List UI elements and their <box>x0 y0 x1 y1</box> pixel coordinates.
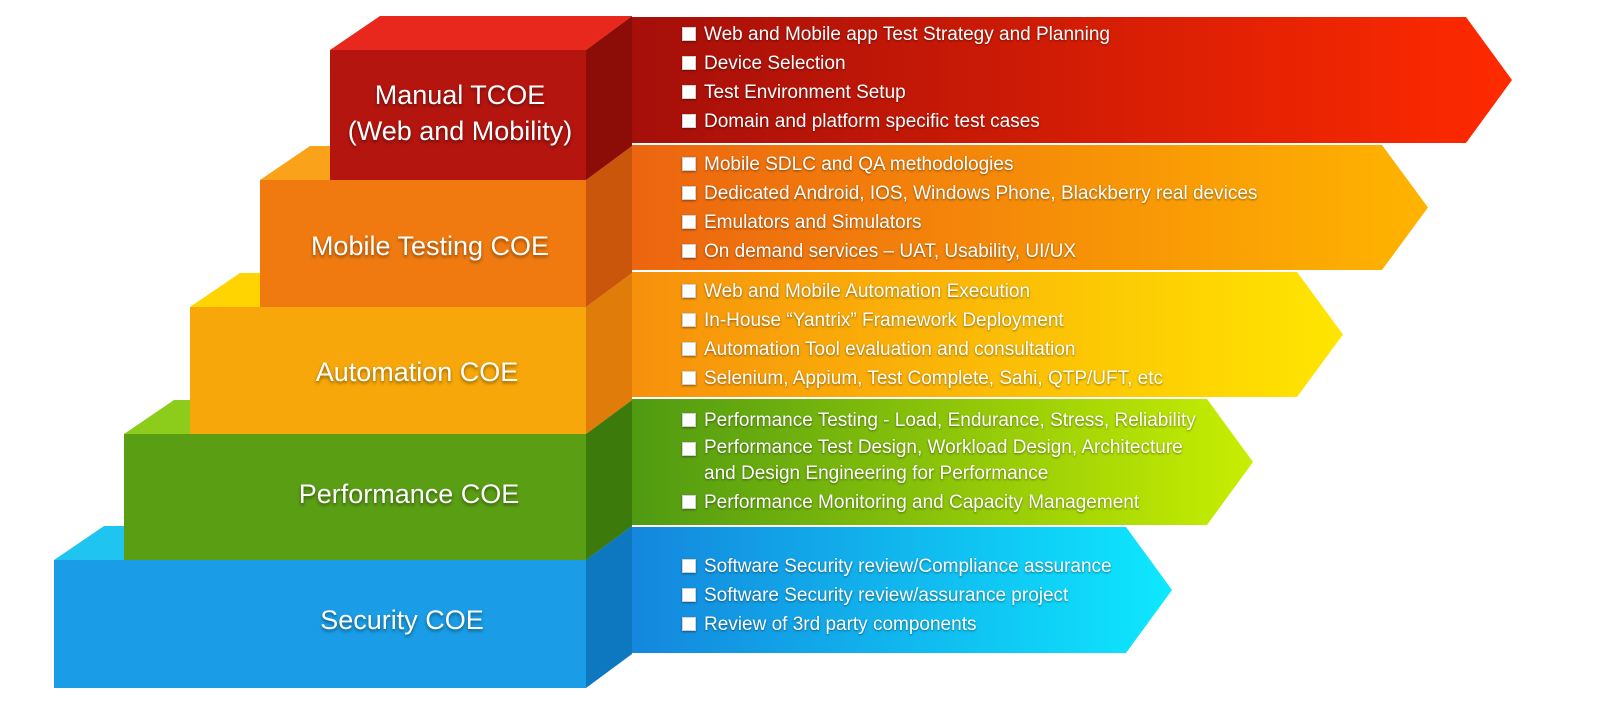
checkbox-icon <box>682 215 696 229</box>
block-front-mobile-testing-coe <box>260 180 586 307</box>
block-front-manual-tcoe <box>330 50 586 180</box>
arrow-band-mobile-testing-coe <box>632 145 1428 270</box>
tier-label-manual-tcoe: Manual TCOE (Web and Mobility) <box>347 80 573 146</box>
checkbox-icon <box>682 559 696 573</box>
block-side-automation-coe <box>586 273 632 434</box>
bullet-list-manual-tcoe: Web and Mobile app Test Strategy and Pla… <box>682 20 1110 136</box>
checkbox-icon <box>682 157 696 171</box>
arrow-band-performance-coe <box>632 399 1253 525</box>
arrow-band-manual-tcoe <box>632 17 1512 143</box>
block-top-manual-tcoe <box>330 16 632 50</box>
list-item: Software Security review/assurance proje… <box>682 581 1112 610</box>
list-item: Dedicated Android, IOS, Windows Phone, B… <box>682 179 1257 208</box>
tier-label-mobile-testing-coe: Mobile Testing COE <box>310 231 550 261</box>
block-side-mobile-testing-coe <box>586 146 632 307</box>
block-front-automation-coe <box>190 307 586 434</box>
checkbox-icon <box>682 495 696 509</box>
arrow-band-security-coe <box>632 527 1172 653</box>
bullet-list-mobile-testing-coe: Mobile SDLC and QA methodologies Dedicat… <box>682 150 1257 266</box>
list-item: Emulators and Simulators <box>682 208 1257 237</box>
checkbox-icon <box>682 244 696 258</box>
checkbox-icon <box>682 588 696 602</box>
checkbox-icon <box>682 56 696 70</box>
list-item: Software Security review/Compliance assu… <box>682 552 1112 581</box>
bullet-list-performance-coe: Performance Testing - Load, Endurance, S… <box>682 406 1196 517</box>
list-item: Performance Testing - Load, Endurance, S… <box>682 406 1196 435</box>
checkbox-icon <box>682 186 696 200</box>
list-item: Automation Tool evaluation and consultat… <box>682 335 1163 364</box>
block-side-manual-tcoe <box>586 16 632 180</box>
checkbox-icon <box>682 371 696 385</box>
checkbox-icon <box>682 442 696 456</box>
list-item: Web and Mobile app Test Strategy and Pla… <box>682 20 1110 49</box>
checkbox-icon <box>682 284 696 298</box>
checkbox-icon <box>682 85 696 99</box>
list-item: Review of 3rd party components <box>682 610 1112 639</box>
checkbox-icon <box>682 114 696 128</box>
checkbox-icon <box>682 342 696 356</box>
block-side-security-coe <box>586 526 632 688</box>
checkbox-icon <box>682 313 696 327</box>
arrow-band-automation-coe <box>632 272 1343 397</box>
bullet-list-security-coe: Software Security review/Compliance assu… <box>682 552 1112 639</box>
tier-label-security-coe: Security COE <box>320 605 484 635</box>
block-side-performance-coe <box>586 400 632 560</box>
tier-label-performance-coe: Performance COE <box>298 479 520 509</box>
checkbox-icon <box>682 413 696 427</box>
tier-label-automation-coe: Automation COE <box>315 357 519 387</box>
block-front-security-coe <box>54 560 586 688</box>
list-item: Performance Monitoring and Capacity Mana… <box>682 488 1196 517</box>
list-item: Test Environment Setup <box>682 78 1110 107</box>
list-item: Selenium, Appium, Test Complete, Sahi, Q… <box>682 364 1163 393</box>
checkbox-icon <box>682 617 696 631</box>
list-item: In-House “Yantrix” Framework Deployment <box>682 306 1163 335</box>
list-item: Domain and platform specific test cases <box>682 107 1110 136</box>
list-item: Web and Mobile Automation Execution <box>682 277 1163 306</box>
block-front-performance-coe <box>124 434 586 560</box>
list-item: On demand services – UAT, Usability, UI/… <box>682 237 1257 266</box>
list-item: Device Selection <box>682 49 1110 78</box>
checkbox-icon <box>682 27 696 41</box>
bullet-list-automation-coe: Web and Mobile Automation Execution In-H… <box>682 277 1163 393</box>
list-item: Performance Test Design, Workload Design… <box>682 435 1196 488</box>
list-item: Mobile SDLC and QA methodologies <box>682 150 1257 179</box>
